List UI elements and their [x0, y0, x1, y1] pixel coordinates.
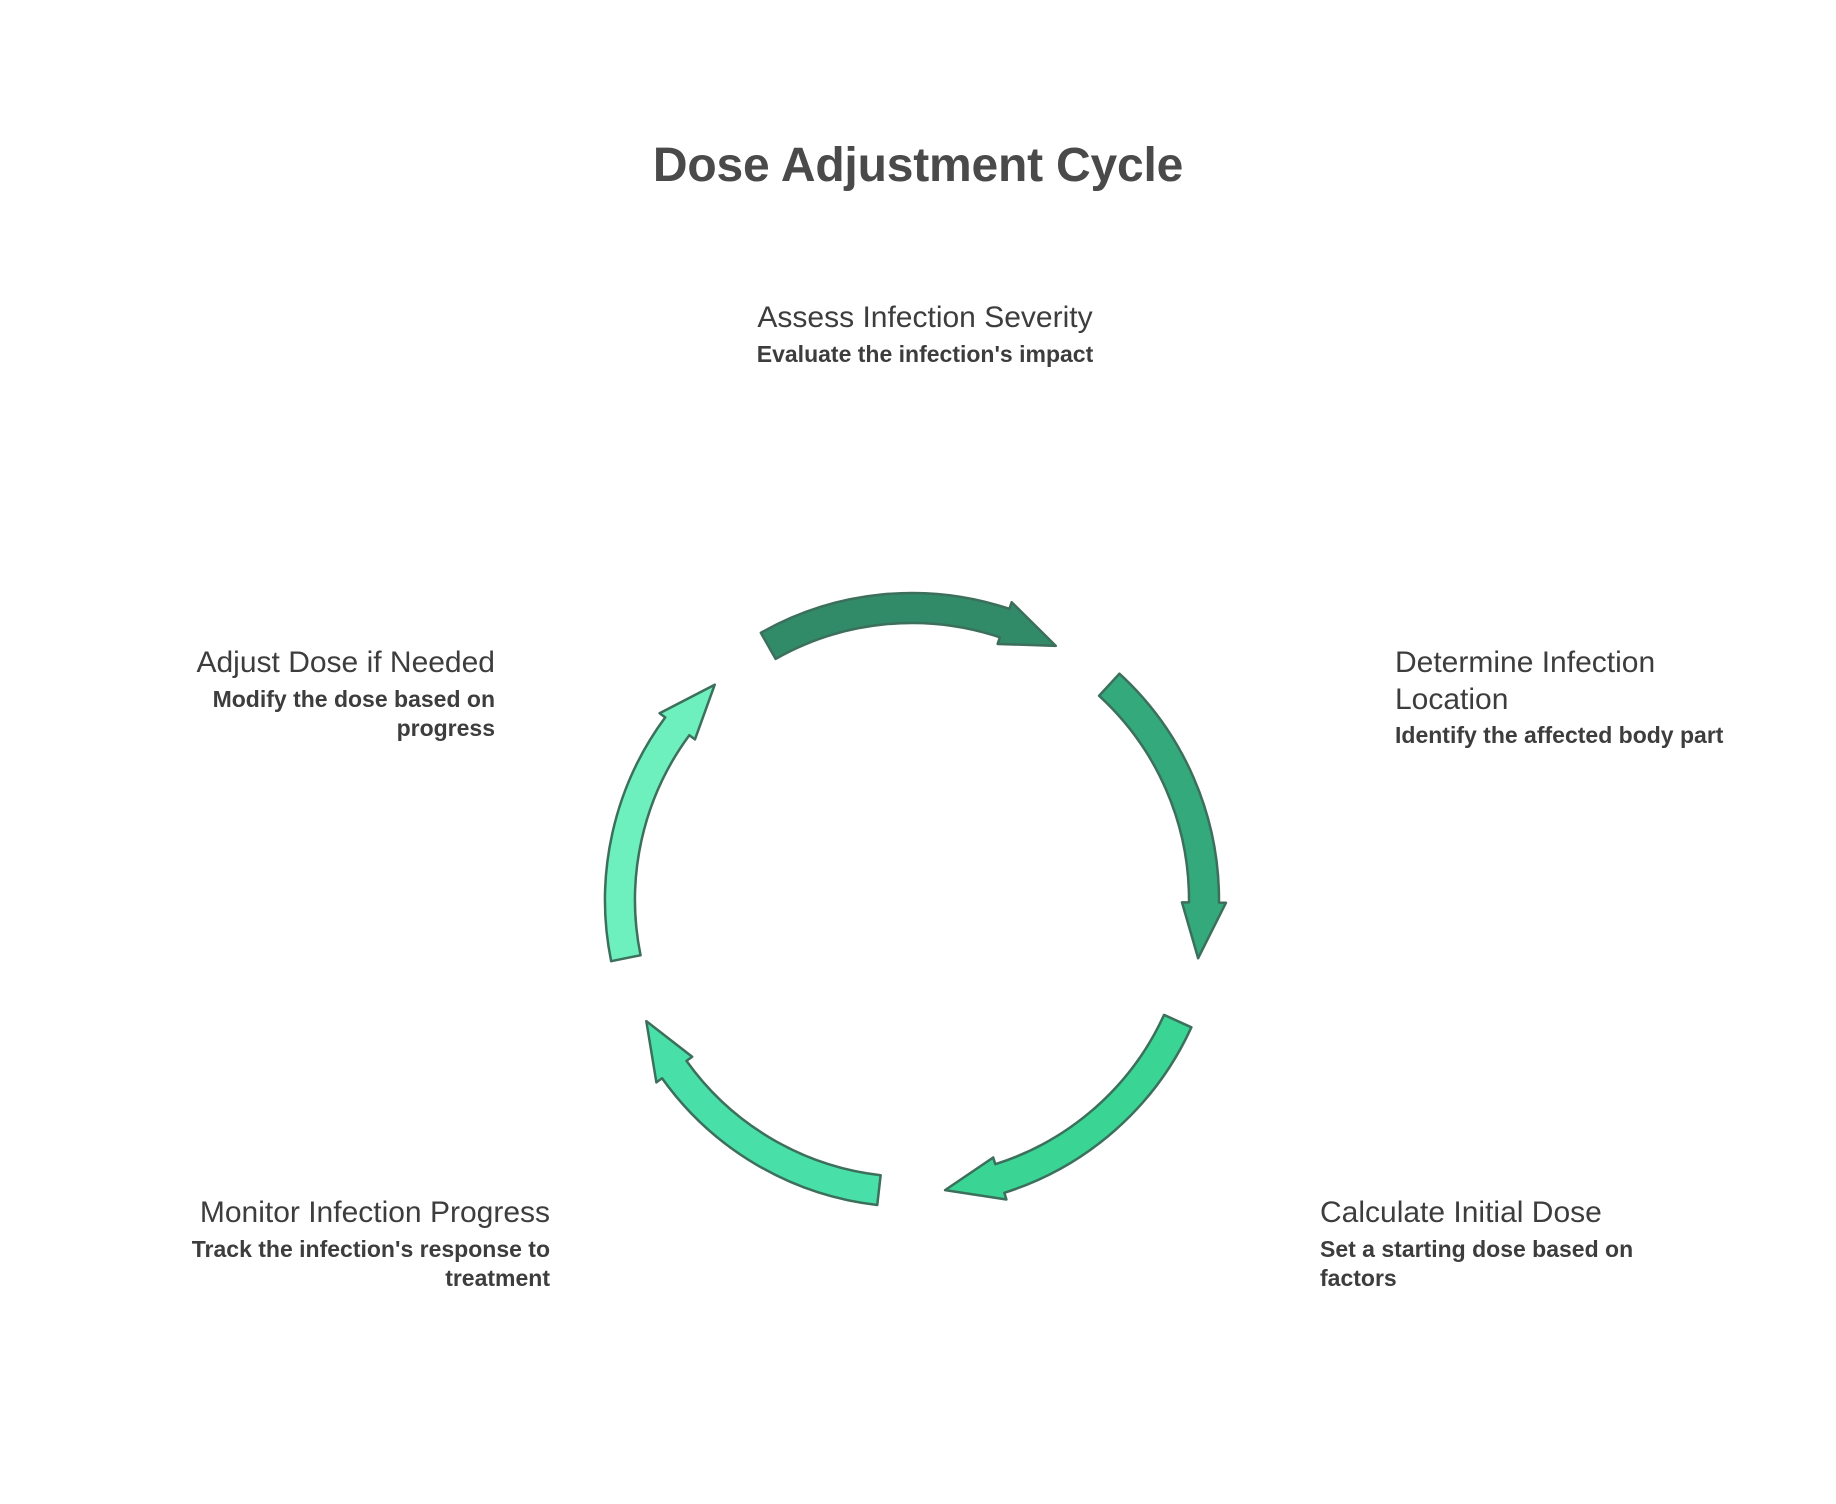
- step-description: Set a starting dose based on factors: [1320, 1235, 1634, 1291]
- page-title: Dose Adjustment Cycle: [652, 139, 1184, 192]
- cycle-arrow-bottom-left: [645, 1019, 882, 1207]
- step-heading: Assess Infection Severity: [757, 301, 1093, 334]
- step-description: Track the infection's response to treatm…: [191, 1235, 550, 1291]
- step-heading: Adjust Dose if Needed: [196, 646, 495, 679]
- cycle-arrow-top: [759, 591, 1058, 661]
- cycle-arrow-right: [1097, 672, 1228, 960]
- step-heading: Calculate Initial Dose: [1320, 1196, 1602, 1229]
- step-heading: Monitor Infection Progress: [199, 1196, 550, 1229]
- cycle-arrow-bottom-right: [943, 1013, 1193, 1201]
- step-determine-infection-location[interactable]: Determine Infection Location Identify th…: [1395, 645, 1735, 750]
- step-monitor-infection-progress[interactable]: Monitor Infection Progress Track the inf…: [180, 1195, 550, 1293]
- step-calculate-initial-dose[interactable]: Calculate Initial Dose Set a starting do…: [1320, 1195, 1680, 1293]
- step-description: Identify the affected body part: [1395, 722, 1724, 749]
- step-heading: Determine Infection Location: [1395, 646, 1656, 716]
- step-description: Evaluate the infection's impact: [756, 340, 1094, 367]
- step-assess-infection-severity[interactable]: Assess Infection Severity Evaluate the i…: [730, 300, 1120, 369]
- step-description: Modify the dose based on progress: [212, 685, 495, 741]
- step-adjust-dose-if-needed[interactable]: Adjust Dose if Needed Modify the dose ba…: [175, 645, 495, 743]
- cycle-arrow-left: [603, 683, 716, 963]
